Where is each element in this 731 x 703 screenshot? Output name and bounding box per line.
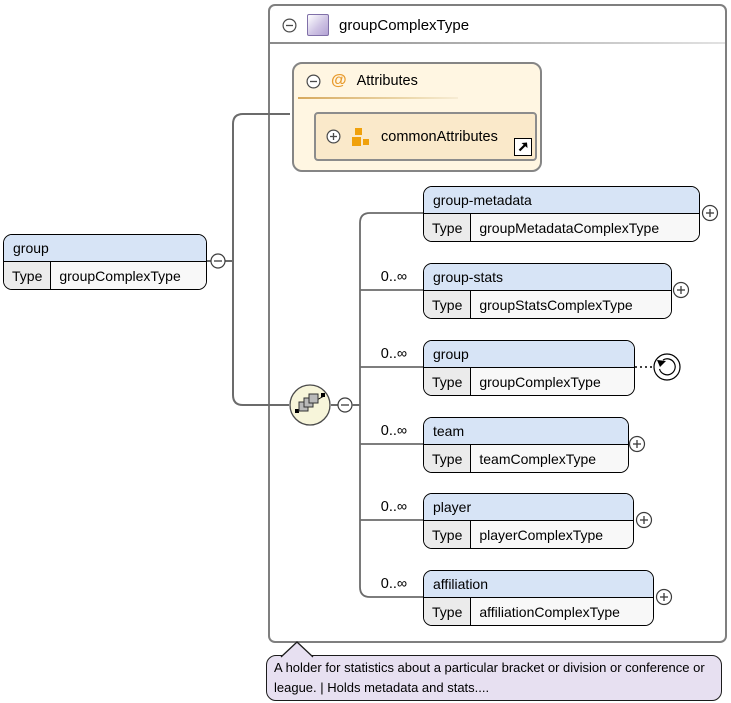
- element-box-player[interactable]: player Type playerComplexType: [423, 493, 634, 549]
- element-box-group-metadata[interactable]: group-metadata Type groupMetadataComplex…: [423, 186, 700, 242]
- element-name[interactable]: team: [424, 418, 628, 445]
- element-box-group-root[interactable]: group Type groupComplexType: [3, 234, 207, 290]
- attribute-group-name: commonAttributes: [381, 128, 498, 145]
- north-east-arrow-icon: [518, 142, 528, 152]
- element-name[interactable]: affiliation: [424, 571, 653, 598]
- element-name[interactable]: player: [424, 494, 633, 521]
- cardinality-label-player: 0..∞: [380, 499, 408, 515]
- element-type-row: Type groupComplexType: [4, 262, 206, 289]
- type-value: groupMetadataComplexType: [471, 214, 699, 241]
- type-value: teamComplexType: [471, 445, 628, 472]
- cardinality-label-group-stats: 0..∞: [380, 269, 408, 285]
- attributes-label: Attributes: [356, 73, 418, 89]
- header-separator: [270, 42, 725, 44]
- type-label: Type: [424, 214, 472, 241]
- element-name[interactable]: group-stats: [424, 264, 671, 291]
- type-label: Type: [424, 598, 472, 625]
- type-value: groupComplexType: [471, 368, 634, 395]
- cardinality-label-group: 0..∞: [380, 346, 408, 362]
- type-value: affiliationComplexType: [471, 598, 653, 625]
- element-box-group-child[interactable]: group Type groupComplexType: [423, 340, 635, 396]
- cardinality-label-affiliation: 0..∞: [380, 576, 408, 592]
- attributes-collapse-icon[interactable]: [306, 73, 321, 89]
- cardinality-label-team: 0..∞: [380, 423, 408, 439]
- element-type-row: Type teamComplexType: [424, 445, 628, 472]
- attributes-header: @ Attributes: [294, 64, 540, 92]
- element-box-team[interactable]: team Type teamComplexType: [423, 417, 629, 473]
- attribute-group-icon: [352, 127, 369, 146]
- attributes-separator: [298, 97, 458, 99]
- element-type-row: Type groupMetadataComplexType: [424, 214, 699, 241]
- complex-type-icon: [307, 14, 329, 36]
- element-type-row: Type groupComplexType: [424, 368, 634, 395]
- type-value: playerComplexType: [471, 521, 633, 548]
- type-label: Type: [424, 445, 472, 472]
- attribute-group-common-attributes[interactable]: commonAttributes: [314, 112, 537, 161]
- element-type-row: Type groupStatsComplexType: [424, 291, 671, 318]
- type-value: groupComplexType: [51, 262, 206, 289]
- element-name[interactable]: group: [4, 235, 206, 262]
- element-name[interactable]: group: [424, 341, 634, 368]
- attributes-group-box[interactable]: @ Attributes commonAttributes: [292, 62, 542, 172]
- complex-type-title: groupComplexType: [339, 16, 470, 34]
- root-collapse-icon[interactable]: [210, 253, 226, 269]
- type-label: Type: [424, 521, 472, 548]
- complex-type-header: groupComplexType: [270, 6, 725, 40]
- type-label: Type: [424, 368, 472, 395]
- element-type-row: Type playerComplexType: [424, 521, 633, 548]
- attribute-symbol: @: [331, 72, 347, 89]
- expand-icon[interactable]: [326, 129, 341, 144]
- type-label: Type: [424, 291, 472, 318]
- element-box-group-stats[interactable]: group-stats Type groupStatsComplexType: [423, 263, 672, 319]
- element-name[interactable]: group-metadata: [424, 187, 699, 214]
- jump-to-definition-icon[interactable]: [514, 138, 532, 156]
- type-label: Type: [4, 262, 52, 289]
- annotation-box: A holder for statistics about a particul…: [266, 655, 722, 701]
- type-value: groupStatsComplexType: [471, 291, 671, 318]
- collapse-icon[interactable]: [282, 17, 297, 33]
- element-box-affiliation[interactable]: affiliation Type affiliationComplexType: [423, 570, 654, 626]
- element-type-row: Type affiliationComplexType: [424, 598, 653, 625]
